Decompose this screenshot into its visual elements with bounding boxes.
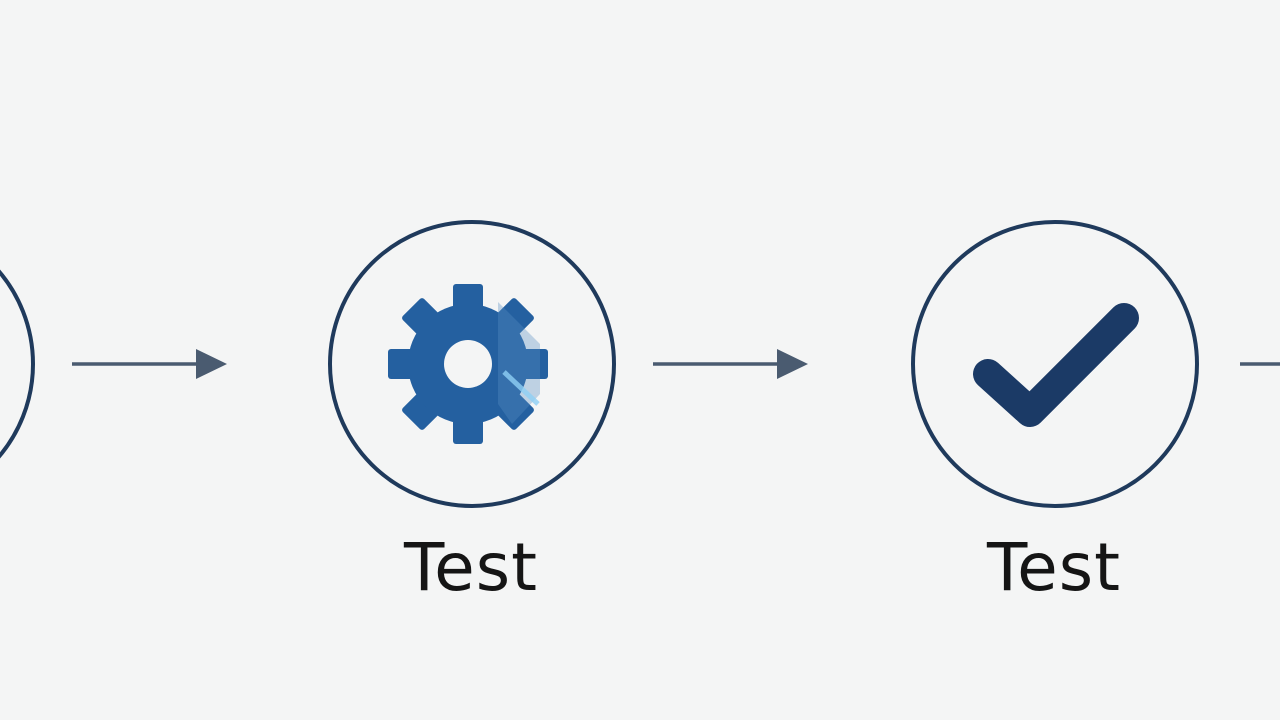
step-2-label: Test bbox=[404, 529, 538, 606]
gear-icon bbox=[388, 284, 548, 444]
step-1-circle bbox=[0, 269, 35, 459]
checkmark-icon bbox=[973, 303, 1139, 427]
step-3-circle bbox=[911, 220, 1199, 508]
arrow-2 bbox=[653, 349, 808, 379]
arrow-1 bbox=[72, 349, 227, 379]
step-2-circle bbox=[328, 220, 616, 508]
step-3-label: Test bbox=[987, 529, 1121, 606]
